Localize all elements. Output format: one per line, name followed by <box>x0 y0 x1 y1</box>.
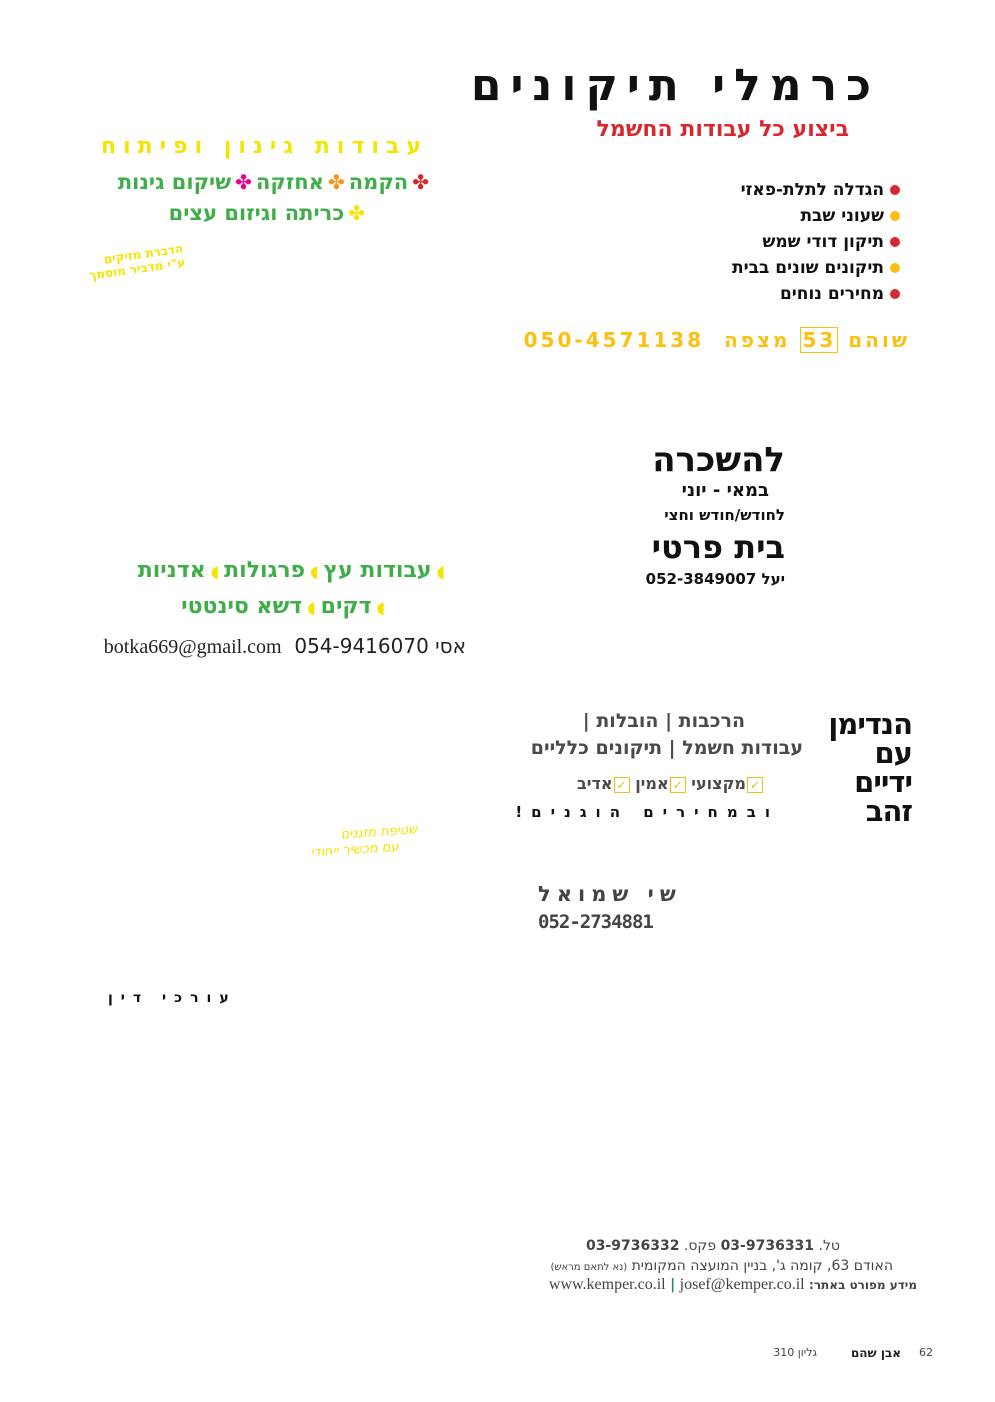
service-list: הגדלה לתלת-פאזי שעוני שבת תיקון דודי שמש… <box>732 177 900 307</box>
shai-name: שי שמואל <box>538 882 682 906</box>
bullet-icon <box>890 211 900 221</box>
wood-services: ◖עבודות עץ◖פרגולות◖אדניות <box>137 558 445 583</box>
flower-icon: ✤ <box>412 170 429 194</box>
list-item-text: הגדלה לתלת-פאזי <box>740 180 884 200</box>
footer-info: מידע מפורט באתר: www.kemper.co.il | jose… <box>548 1276 917 1293</box>
garden-header: עבודות גינון ופיתוח <box>100 134 428 159</box>
rent-title: להשכרה <box>652 440 785 480</box>
list-item: מחירים נוחים <box>732 281 900 307</box>
list-item-text: תיקונים שונים בבית <box>732 258 884 278</box>
wood-services-2: ◖דקים◖דשא סינטטי <box>181 594 385 619</box>
check-icon: ✓ <box>746 777 763 793</box>
rent-period: לחודש/חודש וחצי <box>664 506 785 524</box>
footer-phones: טל. 03-9736331 פקס. 03-9736332 <box>585 1238 840 1254</box>
list-item-text: שעוני שבת <box>800 206 884 226</box>
list-item: שעוני שבת <box>732 203 900 229</box>
rent-type: בית פרטי <box>651 528 785 566</box>
email-link[interactable]: josef@kemper.co.il <box>679 1276 805 1293</box>
rent-contact: יעל 052-3849007 <box>645 570 785 588</box>
flower-icon: ✤ <box>348 201 365 225</box>
check-icon: ✓ <box>613 777 630 793</box>
email-link[interactable]: botka669@gmail.com <box>103 636 282 658</box>
flower-icon: ✤ <box>327 170 345 194</box>
list-item: הגדלה לתלת-פאזי <box>732 177 900 203</box>
handyman-services-2: עבודות חשמל | תיקונים כלליים <box>530 737 803 759</box>
magazine-name: אבן שהם <box>850 1346 901 1360</box>
list-item: תיקון דודי שמש <box>732 229 900 255</box>
footer-address: האודם 63, קומה ג', בניין המועצה המקומית … <box>550 1258 893 1274</box>
ad-title-carmeli: כרמלי תיקונים <box>470 60 880 111</box>
flower-icon: ✤ <box>235 170 252 194</box>
website-link[interactable]: www.kemper.co.il <box>548 1276 666 1293</box>
garden-services-2: ✤כריתה וגיזום עצים <box>168 201 365 225</box>
list-item-text: תיקון דודי שמש <box>762 232 884 252</box>
bullet-icon <box>890 237 900 247</box>
garden-services: ✤הקמה✤אחזקה✤שיקום גינות <box>117 170 429 194</box>
issue-number: גליון 310 <box>773 1346 817 1359</box>
phone-number: 050-4571138 <box>523 328 705 352</box>
bullet-icon <box>890 263 900 273</box>
lawyers-text: עורכי דין <box>108 990 237 1006</box>
shai-phone: 052-2734881 <box>538 911 654 933</box>
rent-months: במאי - יוני <box>681 480 769 501</box>
list-item: תיקונים שונים בבית <box>732 255 900 281</box>
bullet-icon <box>890 185 900 195</box>
check-icon: ✓ <box>669 777 686 793</box>
page-number: 62 <box>919 1346 933 1359</box>
wood-contact: אסי 054-9416070 botka669@gmail.com <box>103 634 466 658</box>
handyman-qualities: ✓מקצועי ✓אמין ✓אדיב <box>577 774 763 793</box>
ad-subtitle: ביצוע כל עבודות החשמל <box>596 117 849 142</box>
handyman-services-1: הרכבות | הובלות | <box>582 710 745 732</box>
list-item-text: מחירים נוחים <box>779 284 884 304</box>
bullet-icon <box>890 289 900 299</box>
ad1-contact: שוהם 53 מצפה 050-4571138 <box>523 327 910 353</box>
handyman-prices: ובמחירים הוגנים! <box>515 803 779 821</box>
